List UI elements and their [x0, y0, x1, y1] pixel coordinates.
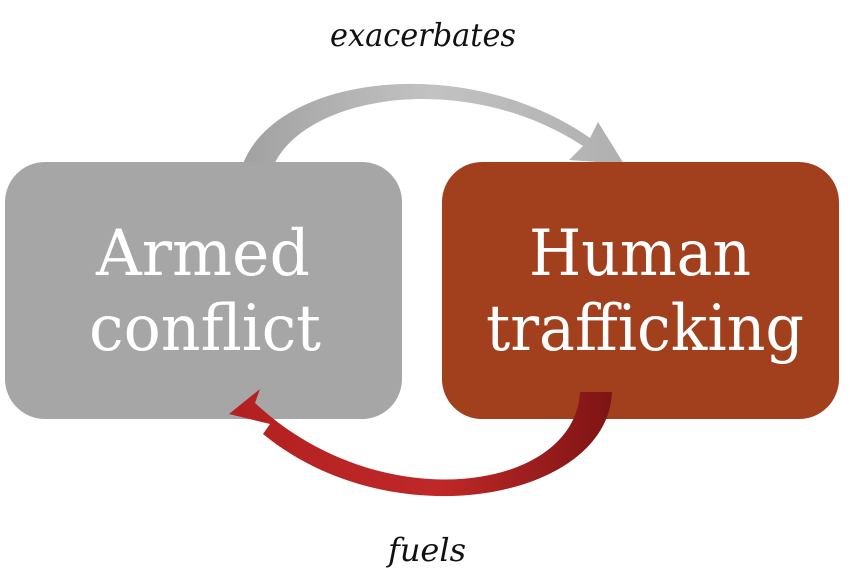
human-trafficking-label-line1: Human — [529, 217, 751, 291]
arrow-fuels-body — [229, 389, 612, 497]
node-human-trafficking: Human trafficking — [442, 162, 839, 419]
armed-conflict-label-line1: Armed — [95, 217, 310, 291]
edge-label-exacerbates: exacerbates — [330, 16, 516, 54]
arrow-exacerbates — [238, 83, 624, 187]
human-trafficking-label-line2: trafficking — [486, 292, 804, 366]
armed-conflict-label-line2: conflict — [89, 292, 321, 366]
node-armed-conflict: Armed conflict — [5, 162, 402, 419]
edge-label-fuels: fuels — [386, 531, 466, 569]
human-trafficking-box — [442, 162, 839, 419]
armed-conflict-box — [5, 162, 402, 419]
arrow-fuels — [229, 389, 612, 497]
arrow-exacerbates-body — [238, 83, 624, 187]
